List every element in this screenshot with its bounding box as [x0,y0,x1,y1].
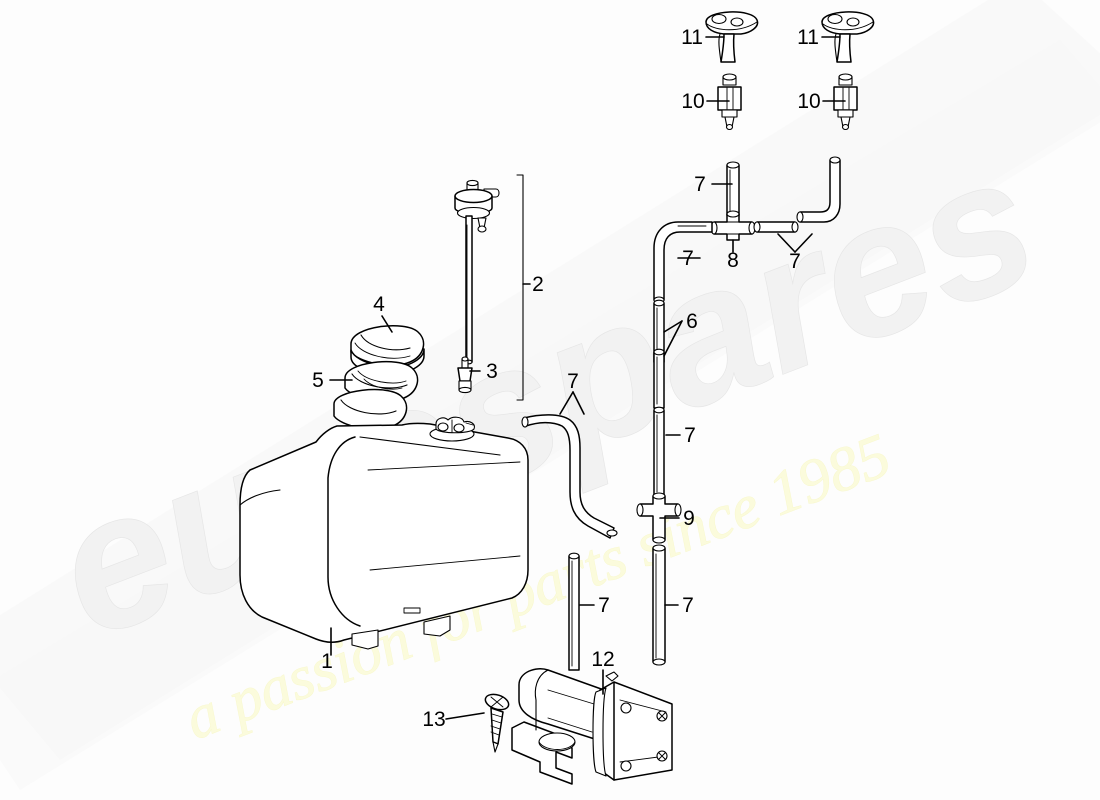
part-8-t-connector-upper [710,210,756,241]
callout-7g: 7 [682,594,694,617]
part-3-non-return-valve [457,356,473,394]
part-10-washer-jet-left [717,73,742,131]
part-7-washer-hose-upper-vertical [726,161,740,216]
part-11-washer-nozzle-body-right [821,11,875,63]
callout-6: 6 [686,310,698,333]
part-7-washer-hose-short-b [796,156,841,223]
part-7-washer-hose-short-a [753,221,799,233]
part-13-mounting-screw [484,693,510,753]
callout-8: 8 [727,249,739,272]
callout-5: 5 [312,369,324,392]
part-10-washer-jet-right [833,73,858,131]
callout-7f: 7 [598,594,610,617]
part-7-washer-hose-mid-vertical [653,406,665,497]
callout-13: 13 [422,708,445,731]
part-2-suction-pipe-assembly [454,179,500,365]
part-7-washer-hose-lower-right [652,544,666,666]
callout-3: 3 [486,360,498,383]
callout-10b: 10 [797,90,820,113]
callout-7d: 7 [567,370,579,393]
part-9-t-connector-lower [636,492,682,544]
part-11-washer-nozzle-body-left [705,11,759,63]
callout-11b: 11 [797,26,819,49]
callout-9: 9 [683,507,695,530]
callout-1: 1 [321,650,333,673]
part-7-washer-hose-lower-left [568,552,580,671]
callout-7a: 7 [694,173,706,196]
callout-7c: 7 [789,250,801,273]
callout-12: 12 [591,648,614,671]
callout-10a: 10 [681,90,704,113]
part-7-washer-hose-tank-outlet [521,414,618,539]
part-1-washer-fluid-reservoir [239,388,529,650]
callout-bracket-2 [516,174,524,401]
leader-lines [329,36,846,720]
callout-7e: 7 [684,424,696,447]
part-12-washer-pump-motor [511,668,673,785]
callout-7b: 7 [682,247,694,270]
callout-11a: 11 [681,26,703,49]
callout-numbers: 1 2 3 4 5 6 7 7 7 7 7 7 7 8 9 10 10 11 1… [312,26,821,731]
callout-4: 4 [373,293,385,316]
callout-2: 2 [532,273,544,296]
part-6-hose-connector-lower [653,348,665,409]
